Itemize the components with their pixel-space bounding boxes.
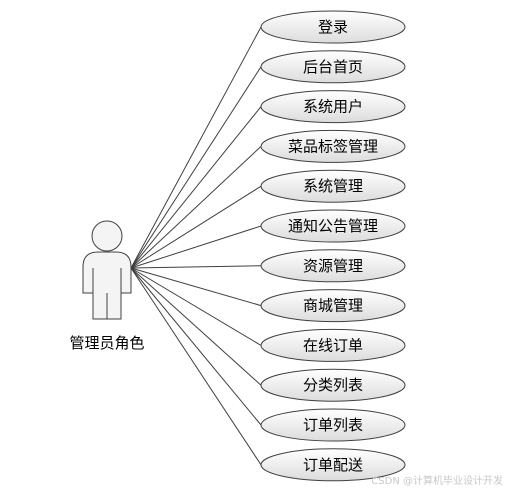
actor-label: 管理员角色 (69, 334, 144, 352)
use-case-ellipse (260, 209, 406, 243)
association-line (130, 185, 262, 269)
use-case: 系统用户 (260, 90, 406, 124)
use-case-ellipse (260, 408, 406, 442)
use-case: 在线订单 (260, 328, 406, 362)
use-case: 登录 (260, 10, 406, 44)
use-case-ellipse (260, 289, 406, 323)
use-case-label: 后台首页 (303, 58, 363, 76)
association-lines (130, 26, 262, 466)
use-case-ellipse (260, 328, 406, 362)
association-line (130, 267, 262, 386)
association-line (130, 66, 262, 269)
association-line (130, 267, 262, 346)
watermark: CSDN @计算机毕业设计开发 (371, 474, 503, 487)
use-case-ellipse (260, 368, 406, 402)
use-case-label: 系统管理 (303, 177, 363, 195)
use-case-label: 分类列表 (303, 376, 363, 394)
use-case: 系统管理 (260, 169, 406, 203)
use-case-label: 系统用户 (303, 98, 363, 116)
use-case: 订单列表 (260, 408, 406, 442)
association-line (130, 225, 262, 269)
use-case-ellipse (260, 50, 406, 84)
association-line (130, 106, 262, 269)
association-line (130, 267, 262, 307)
use-case-ellipse (260, 169, 406, 203)
use-case-ellipse (260, 10, 406, 44)
association-line (130, 146, 262, 269)
use-case-label: 订单列表 (303, 416, 363, 434)
use-case-label: 商城管理 (303, 297, 363, 315)
use-case: 后台首页 (260, 50, 406, 84)
use-case: 分类列表 (260, 368, 406, 402)
use-case-label: 通知公告管理 (288, 217, 378, 235)
actor-body (82, 251, 132, 320)
use-case-label: 菜品标签管理 (288, 137, 378, 155)
use-case-label: 在线订单 (303, 336, 363, 354)
use-case: 菜品标签管理 (260, 129, 406, 163)
use-case: 资源管理 (260, 249, 406, 283)
use-case: 商城管理 (260, 289, 406, 323)
use-case-ellipse (260, 448, 406, 482)
use-case-label: 资源管理 (303, 257, 363, 275)
association-line (130, 267, 262, 426)
association-line (130, 267, 262, 466)
association-line (130, 265, 262, 269)
use-case-ellipse (260, 129, 406, 163)
use-case: 订单配送 (260, 448, 406, 482)
actor: 管理员角色 (69, 220, 145, 352)
use-case-ellipse (260, 90, 406, 124)
use-case-list: 登录后台首页系统用户菜品标签管理系统管理通知公告管理资源管理商城管理在线订单分类… (260, 10, 406, 482)
use-case-label: 订单配送 (303, 456, 363, 474)
association-line (130, 26, 262, 269)
use-case-label: 登录 (318, 18, 348, 36)
use-case-ellipse (260, 249, 406, 283)
actor-head (91, 220, 123, 252)
use-case: 通知公告管理 (260, 209, 406, 243)
